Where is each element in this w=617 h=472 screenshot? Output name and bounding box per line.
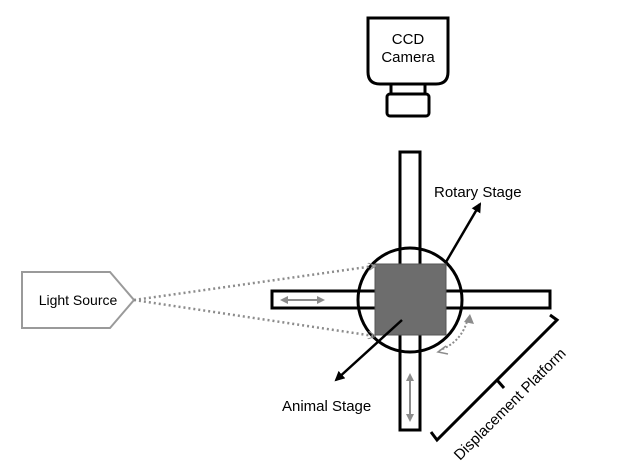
light-source-label: Light Source [39,292,118,308]
camera-label-line1: CCD [392,31,425,48]
light-source: Light Source [21,271,136,329]
rotation-arrow [436,314,474,355]
displacement-platform-label: Displacement Platform [451,345,570,464]
rotary-stage-label: Rotary Stage [434,184,522,201]
ccd-camera: CCD Camera [366,16,450,118]
light-beams [133,266,374,336]
camera-label-line2: Camera [381,49,435,66]
displacement-platform-bracket [429,313,560,443]
rotary-stage-pointer [444,202,482,263]
animal-stage-pointer [334,319,403,382]
animal-stage-square [374,263,447,336]
animal-stage-label: Animal Stage [282,398,371,415]
